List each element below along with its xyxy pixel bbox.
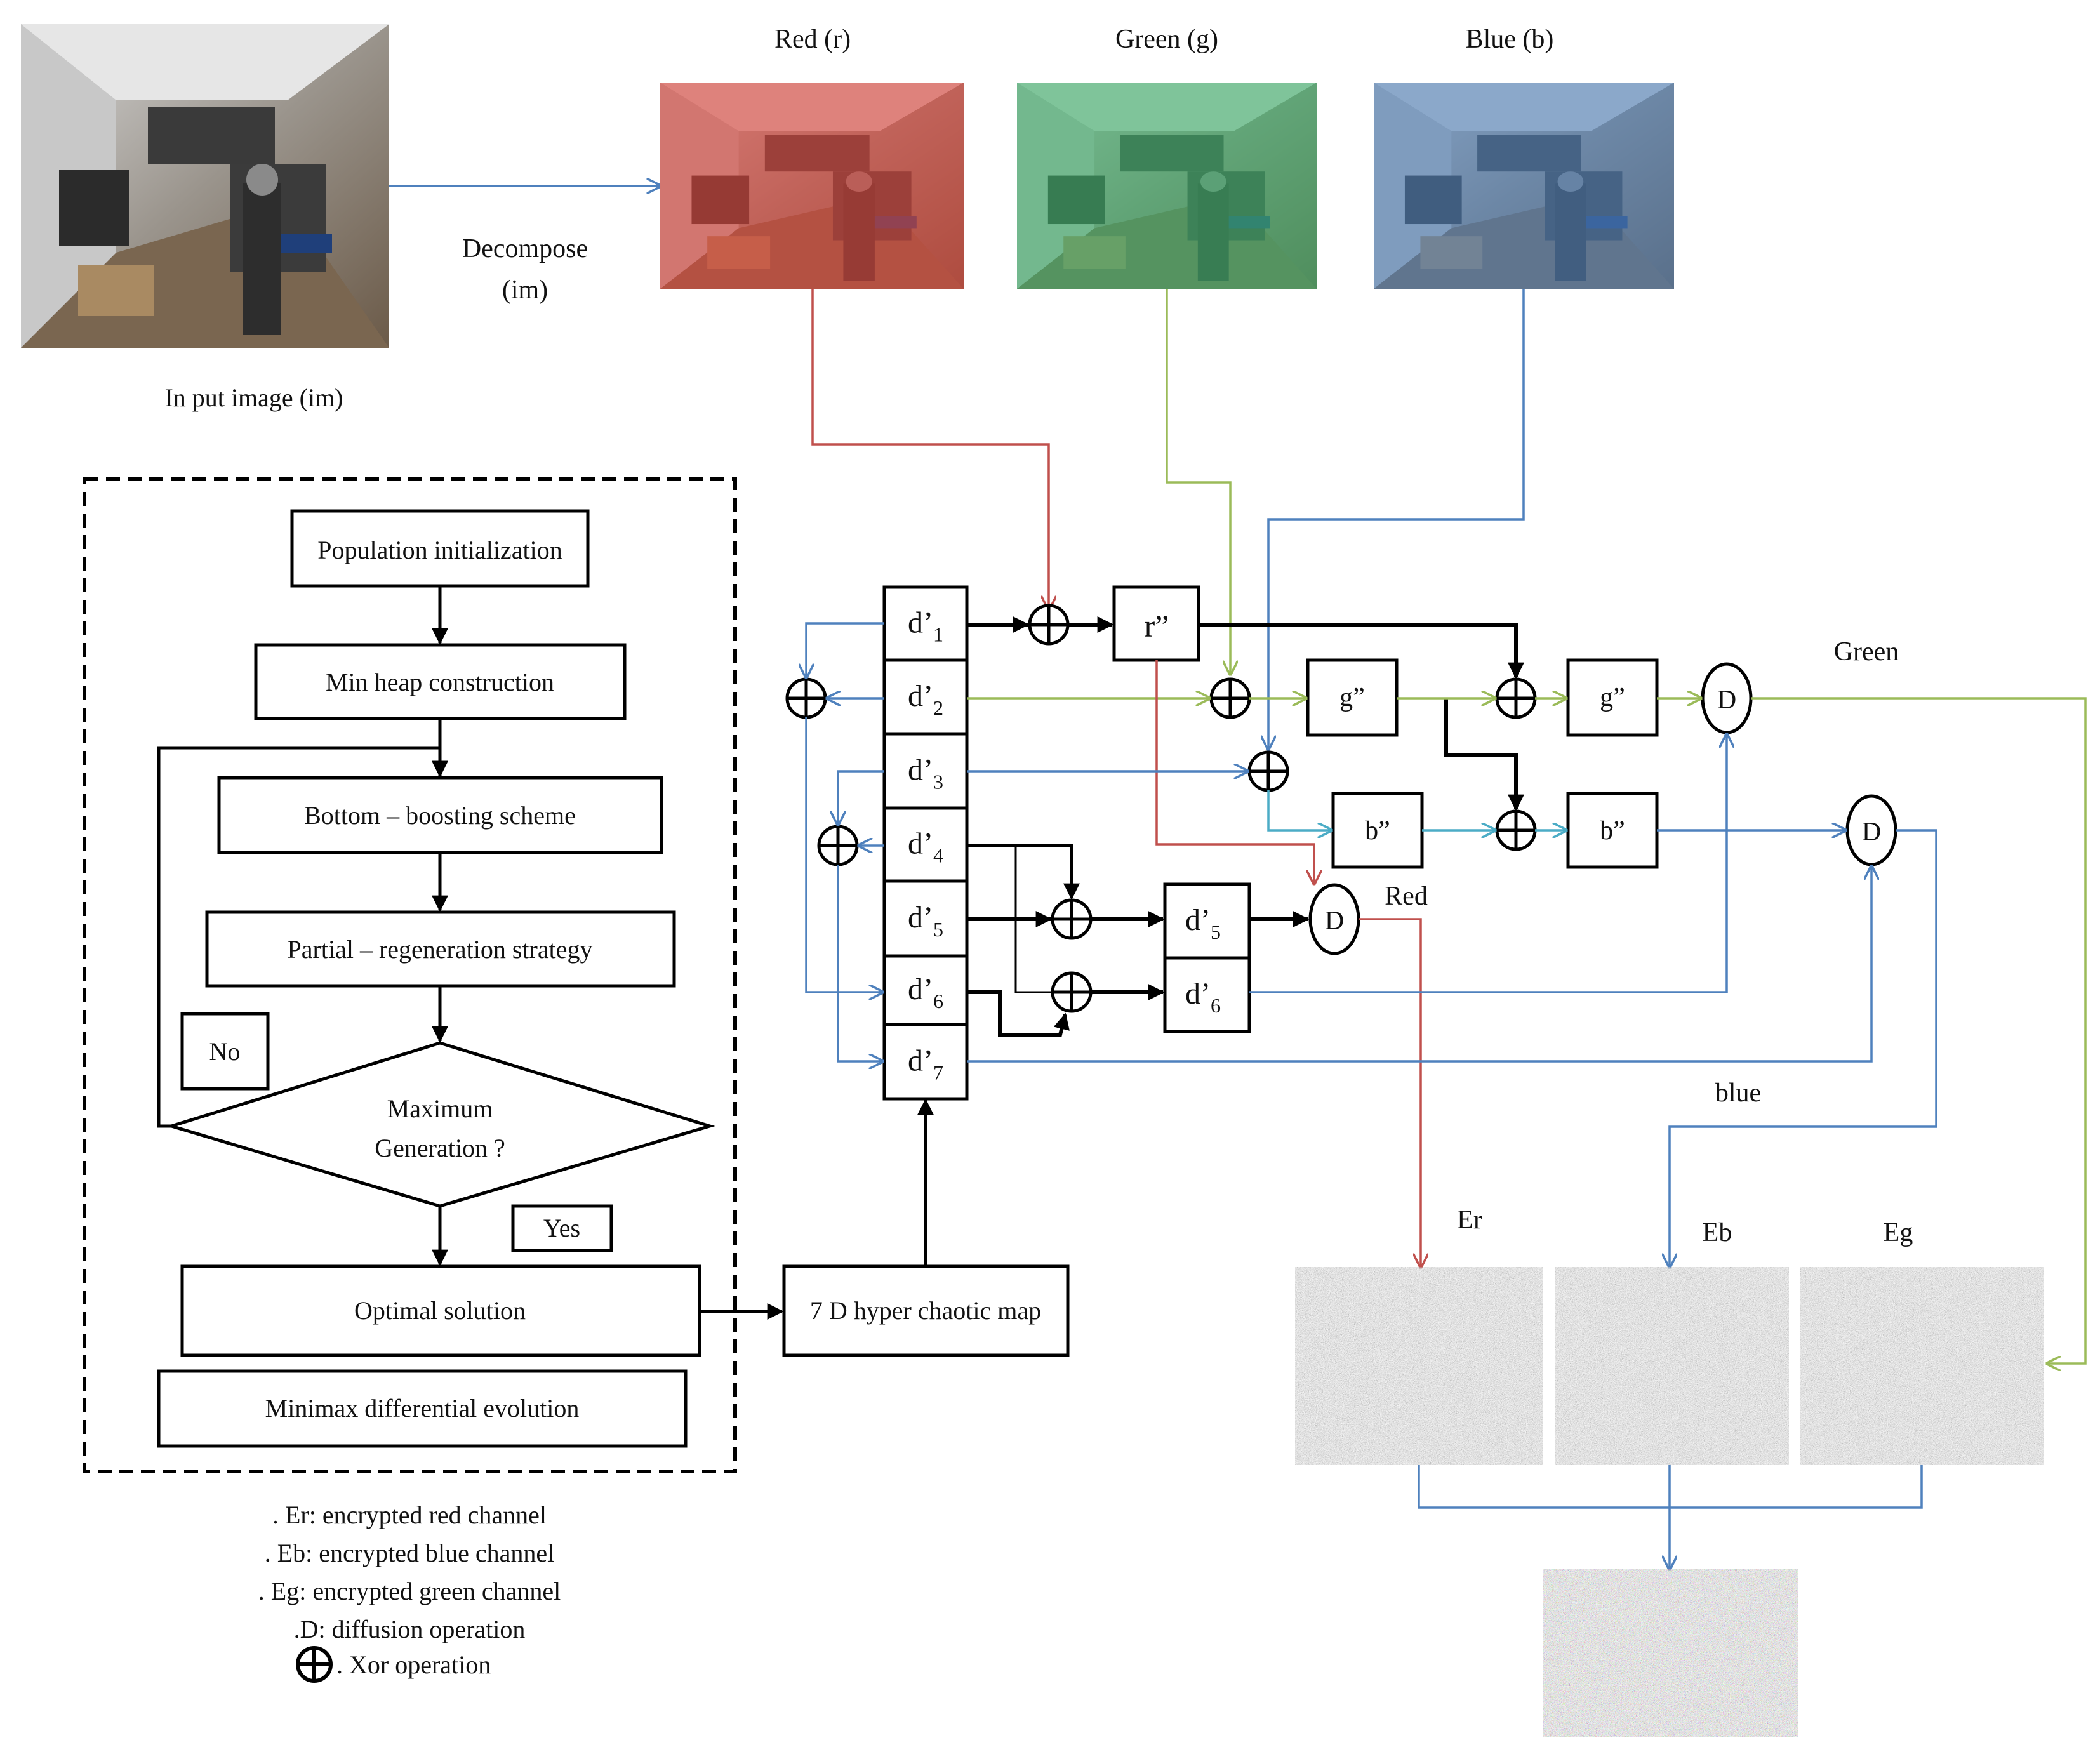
xor-node-r [1028,604,1070,646]
legend-xor: . Xor operation [336,1650,491,1679]
minimax-de-label: Minimax differential evolution [265,1394,580,1423]
input-image [21,24,389,348]
legend-eg: . Eg: encrypted green channel [258,1577,561,1605]
diffusion-node-red: D [1308,883,1360,955]
r-double-prime-label: r” [1145,608,1169,644]
yes-label: Yes [543,1214,580,1242]
bottom-boosting-label: Bottom – boosting scheme [304,801,576,830]
green-channel-image [1017,83,1317,289]
red-output-label: Red [1385,882,1428,911]
d5-permuted-label: d’5 [1185,903,1221,943]
legend-eb: . Eb: encrypted blue channel [265,1539,554,1567]
green-output-label: Green [1834,637,1899,667]
sequence-box-d3 [882,732,969,810]
sequence-label-d1: d’1 [908,606,943,646]
red-feed-line [811,289,1049,609]
bottom-boosting-box [217,776,663,854]
thick-connections [967,616,1524,1037]
svg-text:D: D [1862,818,1881,847]
partial-regeneration-label: Partial – regeneration strategy [288,935,593,964]
green-channel-label: Green (g) [1115,25,1218,54]
encrypted-green-image [1800,1267,2044,1465]
sequence-label-d6: d’6 [908,972,943,1012]
xor-legend-icon [296,1646,333,1683]
xor-node-g [1209,677,1251,719]
input-image-caption: In put image (im) [164,383,343,412]
sequence-label-d4: d’4 [908,827,943,867]
encrypted-blue-image [1555,1267,1789,1465]
diffusion-node-blue: D [1845,794,1897,866]
legend-d: .D: diffusion operation [294,1615,526,1643]
xor-node-g2 [1495,677,1537,719]
b-double-prime-label-2: b” [1600,816,1625,846]
d6-permuted-label: d’6 [1185,977,1221,1017]
r-double-prime-box [1112,585,1200,662]
sequence-box-d4 [882,806,969,883]
de-dashed-frame [83,477,737,1473]
sequence-label-d3: d’3 [908,753,943,793]
population-init-box [290,509,590,588]
g-double-prime-label-2: g” [1600,683,1625,712]
legend: . Er: encrypted red channel . Eb: encryp… [258,1501,561,1683]
optimal-solution-box [180,1264,701,1357]
g-double-prime-label-1: g” [1339,683,1365,712]
eg-label: Eg [1884,1218,1913,1247]
decompose-label: Decompose [462,234,588,263]
population-init-label: Population initialization [317,536,562,564]
blue-feed-line [1268,289,1525,749]
b-double-prime-label-1: b” [1365,816,1390,846]
min-heap-label: Min heap construction [326,668,554,696]
eb-label: Eb [1703,1218,1732,1247]
blue-connections [806,622,1937,1267]
xor-node-left-mid [817,825,859,866]
svg-text:D: D [1325,906,1344,936]
no-label-box [180,1012,270,1091]
svg-text:D: D [1717,686,1736,715]
decompose-label-im: (im) [502,275,548,305]
red-channel-image [660,83,964,289]
legend-er: . Er: encrypted red channel [272,1501,547,1529]
merge-connections [1418,1465,1923,1569]
blue-channel-image [1374,83,1674,289]
xor-node-b2 [1495,809,1537,851]
optimal-solution-label: Optimal solution [354,1296,526,1325]
sequence-label-d2: d’2 [908,679,943,719]
blue-channel-label: Blue (b) [1466,25,1554,54]
xor-node-d5 [1051,898,1093,940]
flowchart-arrows [157,586,448,1266]
xor-node-b [1247,750,1289,792]
g-double-prime-box-2 [1566,658,1659,737]
no-label: No [209,1037,241,1066]
chaotic-map-box [782,1264,1070,1357]
chaotic-map-label: 7 D hyper chaotic map [810,1296,1041,1325]
er-label: Er [1457,1205,1482,1235]
green-connections [967,698,2087,1364]
red-channel-label: Red (r) [774,25,851,54]
red-connections [1155,660,1421,1267]
max-generation-label-1: Maximum [387,1094,493,1123]
sequence-stack: d’1 d’2 d’3 d’4 d’5 d’6 d’7 [882,585,969,1101]
max-generation-label-2: Generation ? [375,1134,505,1162]
xor-node-left-top [785,677,827,719]
b-double-prime-box-1 [1331,792,1424,869]
encrypted-red-image [1295,1267,1543,1465]
sequence-label-d7: d’7 [908,1044,943,1084]
sequence-label-d5: d’5 [908,901,943,941]
blue-output-label: blue [1715,1078,1761,1108]
diffusion-node-green: D [1701,662,1753,734]
g-double-prime-box-1 [1306,658,1399,737]
minimax-de-box [157,1369,688,1448]
green-feed-line [1166,289,1230,674]
d6-permuted-box [1163,956,1251,1033]
encrypted-final-image [1543,1569,1798,1737]
sequence-box-d2 [882,658,969,736]
yes-label-box [511,1204,613,1252]
sequence-box-d5 [882,879,969,958]
xor-node-d6 [1051,971,1093,1013]
